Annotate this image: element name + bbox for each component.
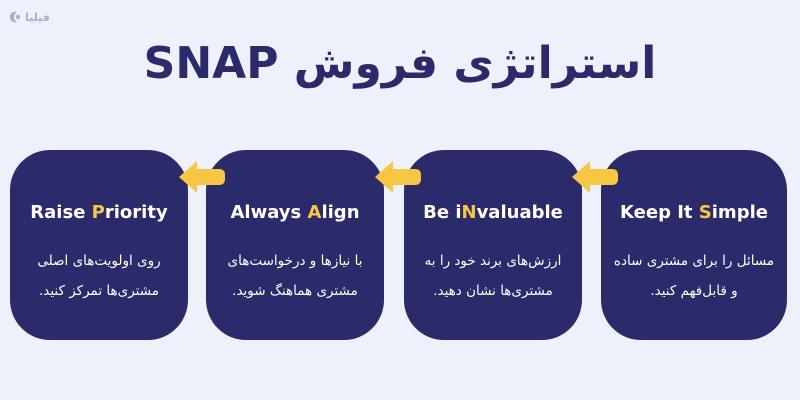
- card-title-text: Be i: [423, 202, 462, 223]
- card-description: ارزش‌های برند خود را به مشتری‌ها نشان ده…: [414, 246, 572, 306]
- card-keep-it-simple: Keep It Simple مسائل را برای مشتری ساده …: [601, 150, 787, 340]
- card-title-highlight: S: [698, 202, 712, 223]
- filia-logo-icon: [10, 11, 21, 23]
- card-description-line: با نیازها و درخواست‌های: [227, 253, 363, 269]
- arrow-left-icon: [179, 161, 225, 193]
- card-title: Raise Priority: [10, 202, 188, 223]
- card-description-line: مشتری‌ها نشان دهید.: [433, 283, 553, 299]
- card-title-text: riority: [104, 202, 168, 223]
- card-description-line: مسائل را برای مشتری ساده: [613, 253, 775, 269]
- card-description: روی اولویت‌های اصلی مشتری‌ها تمرکز کنید.: [20, 246, 178, 306]
- card-title-highlight: N: [461, 202, 477, 223]
- arrow-left-icon: [375, 161, 421, 193]
- arrow-left-icon: [572, 161, 618, 193]
- card-title-text: Keep It: [620, 202, 699, 223]
- card-title-text: Raise: [30, 202, 92, 223]
- card-title-text: lign: [321, 202, 360, 223]
- card-title-text: valuable: [476, 202, 563, 223]
- card-description-line: روی اولویت‌های اصلی: [37, 253, 161, 269]
- card-be-invaluable: Be iNvaluable ارزش‌های برند خود را به مش…: [404, 150, 582, 340]
- brand-logo: فیلیا: [8, 10, 50, 24]
- card-always-align: Always Align با نیازها و درخواست‌های مشت…: [206, 150, 384, 340]
- card-description-line: مشتری هماهنگ شوید.: [232, 283, 358, 299]
- brand-name: فیلیا: [25, 10, 50, 24]
- card-title: Keep It Simple: [601, 202, 787, 223]
- card-title-text: Always: [230, 202, 308, 223]
- card-title-text: imple: [711, 202, 768, 223]
- card-title: Be iNvaluable: [404, 202, 582, 223]
- page-title: استراتژی فروش SNAP: [143, 38, 657, 89]
- card-raise-priority: Raise Priority روی اولویت‌های اصلی مشتری…: [10, 150, 188, 340]
- card-description-line: مشتری‌ها تمرکز کنید.: [38, 283, 160, 299]
- card-description: مسائل را برای مشتری ساده و قابل‌فهم کنید…: [611, 246, 777, 306]
- card-title: Always Align: [206, 202, 384, 223]
- card-description-line: و قابل‌فهم کنید.: [650, 283, 738, 299]
- card-description: با نیازها و درخواست‌های مشتری هماهنگ شوی…: [216, 246, 374, 306]
- card-title-highlight: A: [307, 202, 322, 223]
- card-description-line: ارزش‌های برند خود را به: [424, 253, 562, 269]
- card-title-highlight: P: [91, 202, 105, 223]
